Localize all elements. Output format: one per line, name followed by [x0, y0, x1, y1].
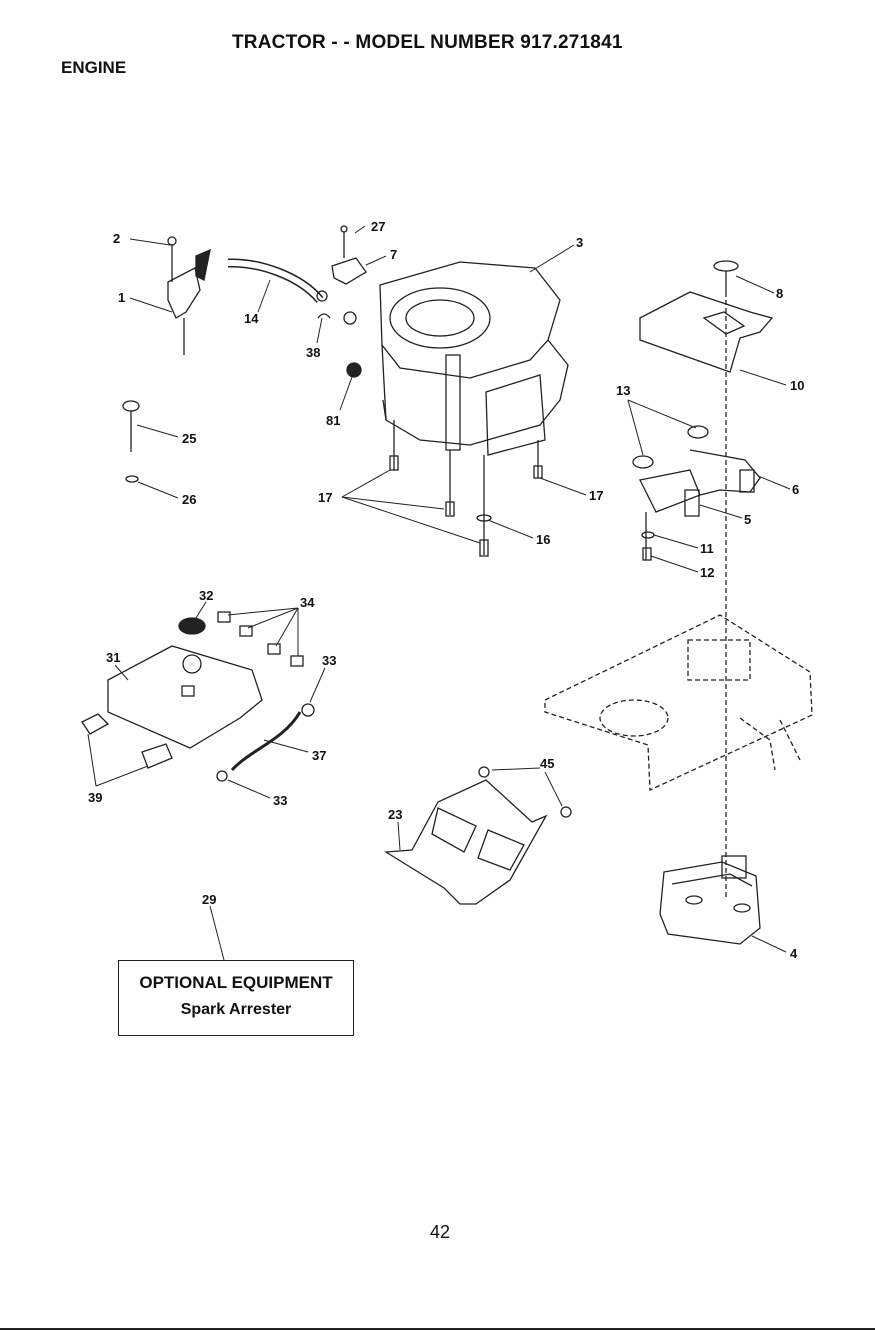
callout-33-bottom: 33 [273, 793, 287, 808]
callout-10: 10 [790, 378, 804, 393]
callout-17-left: 17 [318, 490, 332, 505]
callout-32: 32 [199, 588, 213, 603]
callout-29: 29 [202, 892, 216, 907]
callout-23: 23 [388, 807, 402, 822]
bracket-part [633, 292, 760, 900]
callout-12: 12 [700, 565, 714, 580]
optional-equipment-title: OPTIONAL EQUIPMENT [119, 973, 353, 993]
callout-25: 25 [182, 431, 196, 446]
callout-39: 39 [88, 790, 102, 805]
muffler-part [660, 856, 760, 944]
throttle-control-part [168, 237, 210, 355]
fuel-hose-part [228, 263, 320, 300]
callout-37: 37 [312, 748, 326, 763]
callout-2: 2 [113, 231, 120, 246]
callout-14: 14 [244, 311, 259, 326]
shroud-plate-part [640, 261, 772, 372]
callout-6: 6 [792, 482, 799, 497]
engine-bolts [390, 420, 542, 556]
optional-equipment-subtitle: Spark Arrester [119, 1001, 353, 1019]
callout-13: 13 [616, 383, 630, 398]
callout-27: 27 [371, 219, 385, 234]
fitting-parts [317, 291, 361, 377]
callout-45: 45 [540, 756, 554, 771]
callout-81: 81 [326, 413, 340, 428]
callout-5: 5 [744, 512, 751, 527]
callout-38: 38 [306, 345, 320, 360]
callout-31: 31 [106, 650, 120, 665]
heat-shield-part [386, 767, 571, 904]
mount-clamp-part [332, 226, 366, 284]
callout-3: 3 [576, 235, 583, 250]
air-cleaner-part [82, 612, 314, 781]
callout-26: 26 [182, 492, 196, 507]
callout-33-top: 33 [322, 653, 336, 668]
callout-16: 16 [536, 532, 550, 547]
callout-17-right: 17 [589, 488, 603, 503]
callout-34: 34 [300, 595, 315, 610]
engine-part [380, 262, 568, 455]
callout-7: 7 [390, 247, 397, 262]
bottom-rule [0, 1328, 875, 1330]
callout-1: 1 [118, 290, 125, 305]
tractor-frame [545, 615, 812, 790]
callout-4: 4 [790, 946, 798, 961]
dipstick-part [123, 401, 139, 482]
callout-11: 11 [700, 541, 714, 556]
callout-8: 8 [776, 286, 783, 301]
optional-equipment-box: OPTIONAL EQUIPMENT Spark Arrester [118, 960, 354, 1036]
page-number: 42 [430, 1222, 450, 1243]
